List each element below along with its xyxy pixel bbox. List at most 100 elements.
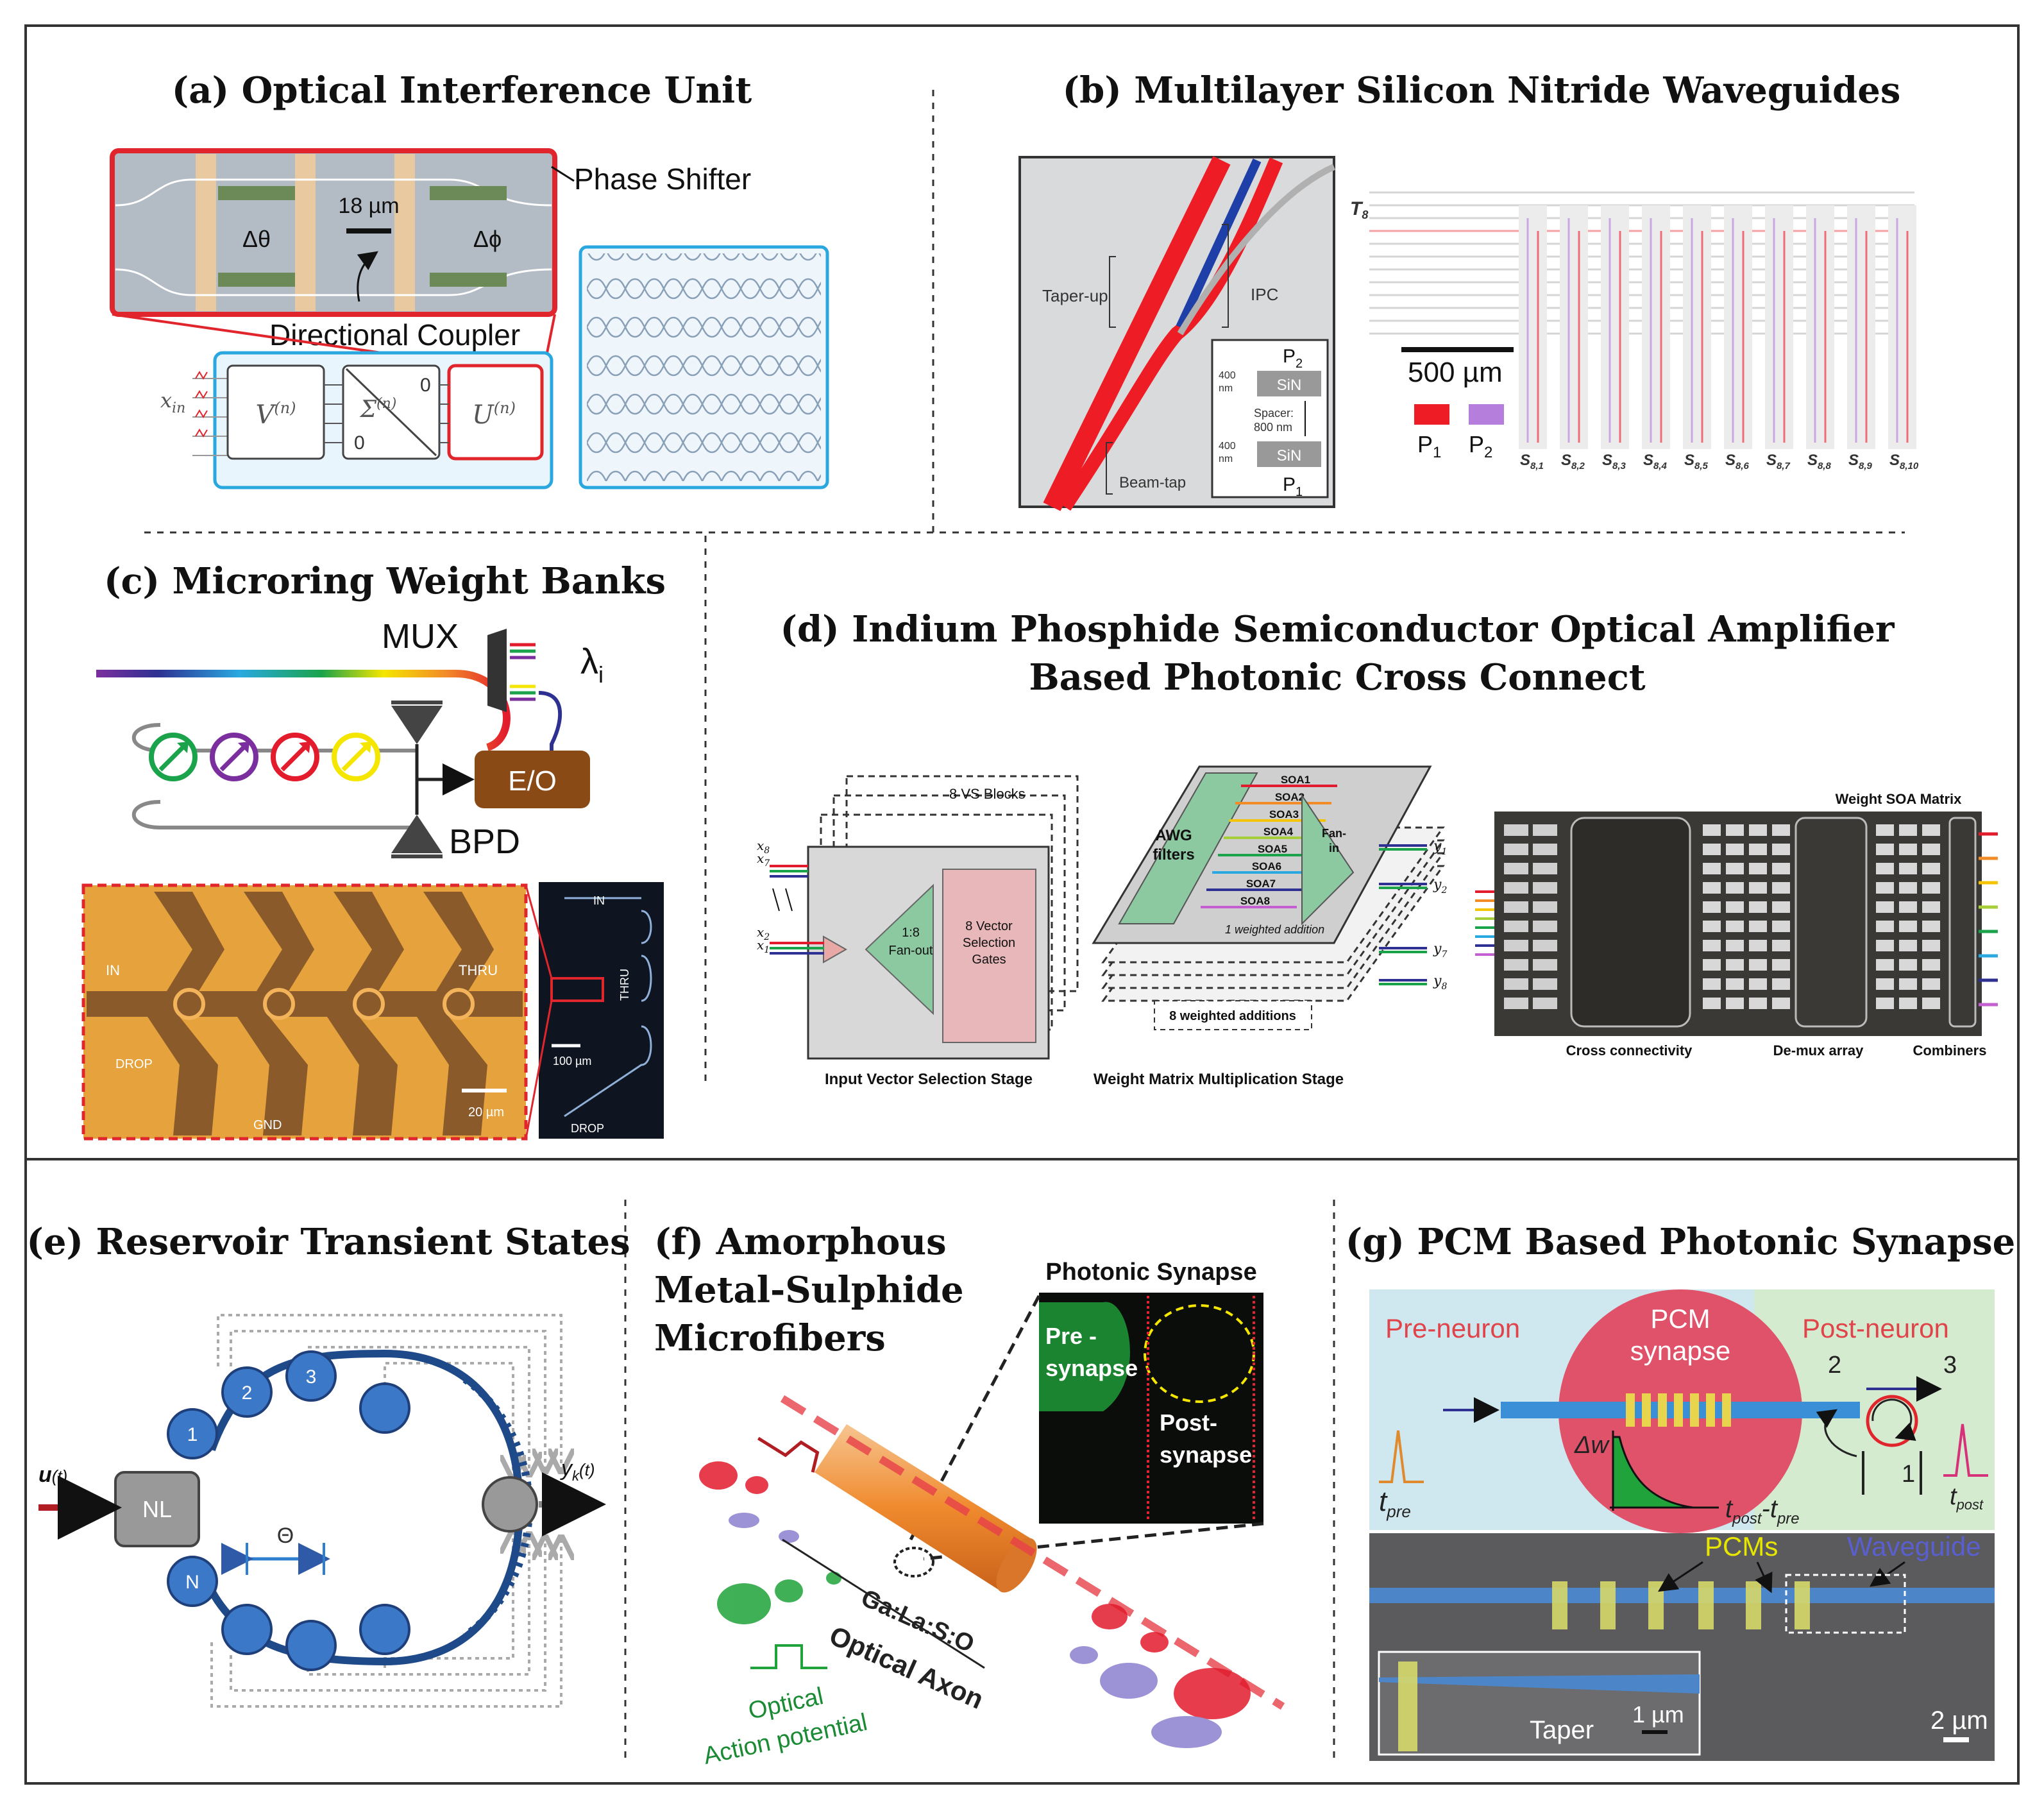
mux-icon (487, 629, 507, 712)
spacer-value: 800 nm (1254, 421, 1292, 434)
input-pulse (757, 1436, 820, 1473)
pcm-cells (1626, 1393, 1731, 1427)
stage1-label: Input Vector Selection Stage (825, 1071, 1033, 1088)
photodiode-top-icon (391, 706, 443, 744)
s-label: S8,10 (1889, 452, 1919, 472)
t8-label: T8 (1350, 198, 1368, 221)
scale-100-label: 100 µm (553, 1055, 591, 1067)
ipc-bracket (1222, 224, 1229, 328)
nm400-bottom: 400 (1219, 441, 1236, 452)
ring-bus-lower (131, 800, 417, 829)
sin-bottom-label: SiN (1277, 447, 1302, 464)
reservoir-node-label: 2 (242, 1382, 253, 1404)
reservoir-node (167, 1556, 218, 1607)
eo-box (475, 751, 590, 808)
waveguide-array (1369, 191, 1916, 449)
zero-bottom: 0 (354, 432, 365, 454)
microring (353, 988, 385, 1020)
ring-modulators (149, 733, 380, 781)
soa-label: SOA3 (1269, 808, 1299, 820)
heater (430, 273, 507, 287)
panel-f-title-3: Microfibers (654, 1317, 886, 1359)
taper-bracket (1109, 256, 1116, 328)
y-output-label: y2 (1433, 877, 1447, 896)
sem-waveguide (1369, 1588, 1995, 1603)
heater (430, 186, 507, 200)
reservoir-node (221, 1366, 273, 1418)
theta-label: Θ (277, 1524, 294, 1548)
demux-label: De-mux array (1773, 1042, 1864, 1058)
s-label: S8,9 (1848, 452, 1873, 472)
legend-p2-swatch (1469, 404, 1504, 425)
sin-bottom (1257, 441, 1321, 467)
beam-tap-label: Beam-tap (1119, 474, 1186, 491)
panel-b-title: (b) Multilayer Silicon Nitride Waveguide… (1063, 69, 1901, 112)
panel-d-title-1: (d) Indium Phosphide Semiconductor Optic… (780, 608, 1895, 650)
mic-in: IN (106, 962, 120, 978)
sin-top (1257, 371, 1321, 396)
s-label: S8,5 (1684, 452, 1709, 472)
vsg-2: Selection (963, 936, 1015, 950)
microring (173, 988, 205, 1020)
legend-p1: P1 (1417, 431, 1441, 461)
eight-weighted-additions: 8 weighted additions (1169, 1009, 1296, 1023)
v-block (226, 364, 325, 460)
reservoir-node (359, 1382, 410, 1434)
panel-g: (g) PCM Based Photonic Synapse Pre-neuro… (1346, 1221, 2015, 1761)
s-label: S8,3 (1602, 452, 1626, 472)
vsg-1: 8 Vector (965, 919, 1013, 933)
u-t-label: u(t) (38, 1463, 67, 1487)
panel-f: (f) Amorphous Metal-Sulphide Microfibers… (654, 1221, 1285, 1770)
pre-synapse-label: synapse (1045, 1355, 1138, 1381)
soa-label: SOA8 (1240, 895, 1270, 907)
legend-p1-swatch (1414, 404, 1449, 425)
photodiode-bottom-icon (391, 815, 443, 853)
action-potential-label: Action potential (701, 1709, 870, 1770)
nm-bottom: nm (1219, 454, 1233, 464)
pcm-label: PCM (1650, 1304, 1710, 1334)
chip-strip (196, 154, 216, 311)
dark-micrograph (539, 882, 664, 1139)
post-spike (1943, 1424, 1988, 1477)
outer-frame (24, 24, 2020, 1785)
ipc-label: IPC (1251, 285, 1278, 304)
optical-label: Optical (746, 1683, 825, 1725)
taper-up-label: Taper-up (1042, 286, 1108, 305)
pcms-label: PCMs (1705, 1531, 1778, 1561)
pre-neuron-label: Pre-neuron (1385, 1313, 1520, 1343)
s-label: S8,2 (1561, 452, 1585, 472)
scale-20-label: 20 µm (468, 1105, 504, 1119)
x2-label: x2 (757, 924, 770, 942)
waveguide-p1-tap (1058, 157, 1283, 511)
panel-c-title: (c) Microring Weight Banks (104, 560, 666, 602)
grey-waveguide (1177, 164, 1336, 336)
nl-label: NL (142, 1496, 172, 1522)
fanout-1: 1:8 (902, 926, 920, 940)
delta-theta: Δθ (242, 226, 271, 252)
green-glow (1039, 1302, 1130, 1411)
post-neuron-label: Post-neuron (1802, 1313, 1949, 1343)
demux-region (1795, 817, 1868, 1028)
microring (263, 988, 295, 1020)
dark-drop: DROP (571, 1122, 604, 1135)
chip-pads (1475, 824, 1998, 1009)
scale-2um-label: 2 µm (1930, 1706, 1988, 1735)
s-label: S8,8 (1807, 452, 1832, 472)
reservoir-node (359, 1604, 410, 1655)
delta-phi: Δϕ (473, 226, 502, 252)
directional-coupler-label: Directional Coupler (269, 318, 520, 352)
s-label: S8,4 (1643, 452, 1668, 472)
pcm-synapse-label: synapse (1630, 1336, 1730, 1366)
y-output-label: y8 (1433, 973, 1447, 992)
scale-label: 18 µm (338, 194, 399, 218)
dark-waveguides (564, 897, 652, 1118)
panel-a-title: (a) Optical Interference Unit (172, 69, 752, 112)
nm-top: nm (1219, 383, 1233, 394)
soa-label: SOA2 (1275, 791, 1305, 803)
panel-f-title-2: Metal-Sulphide (654, 1269, 964, 1311)
sigma-label: Σ(n) (359, 396, 397, 423)
soa-label: SOA5 (1258, 843, 1287, 855)
mesh-pattern (587, 253, 821, 481)
